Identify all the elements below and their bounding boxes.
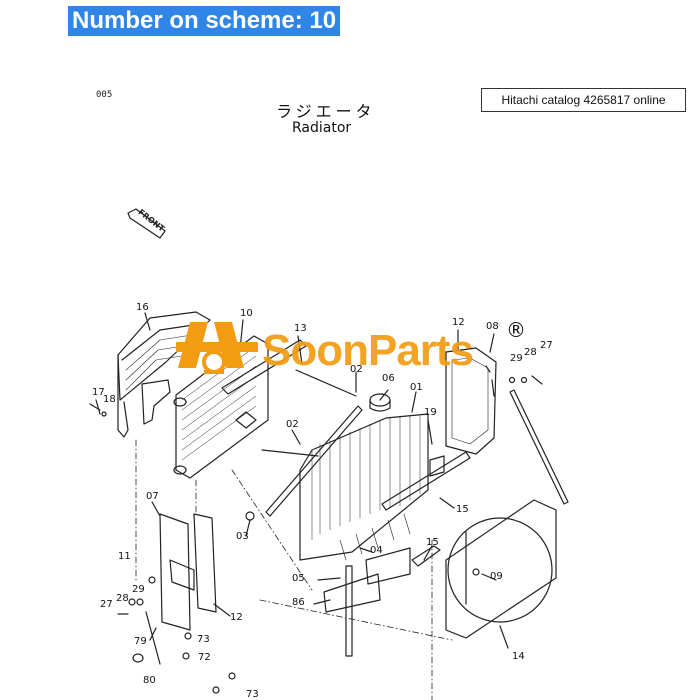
callout-29-left: 29 xyxy=(132,584,145,595)
callout-03: 03 xyxy=(236,531,249,542)
callout-11: 11 xyxy=(118,551,131,562)
callout-72: 72 xyxy=(198,652,211,663)
callout-16: 16 xyxy=(136,302,149,313)
oil-cooler xyxy=(175,335,269,479)
diagram-title-japanese: ラジエータ xyxy=(276,102,376,121)
callout-15-lower: 15 xyxy=(426,537,439,548)
side-screen-lower xyxy=(193,513,217,613)
callout-27-right: 27 xyxy=(540,340,553,351)
diagram-title: Radiator xyxy=(292,120,352,136)
fan-shroud xyxy=(445,499,557,639)
seal-block-86 xyxy=(323,573,381,613)
callout-73: 73 xyxy=(197,634,210,645)
callout-27-left: 27 xyxy=(100,599,113,610)
callout-02-upper: 02 xyxy=(350,364,363,375)
stay-rod xyxy=(265,405,363,517)
callout-14: 14 xyxy=(512,651,525,662)
soonparts-logo-icon xyxy=(176,322,258,374)
support-rod xyxy=(509,389,569,505)
callout-19: 19 xyxy=(424,407,437,418)
catalog-link-box[interactable]: Hitachi catalog 4265817 online xyxy=(481,88,686,112)
callout-10: 10 xyxy=(240,308,253,319)
page-code: 005 xyxy=(96,90,113,100)
callout-12-lower: 12 xyxy=(230,612,243,623)
callout-07: 07 xyxy=(146,491,159,502)
screen-panel xyxy=(117,311,211,401)
callout-86: 86 xyxy=(292,597,305,608)
callout-73-bottom: 73 xyxy=(246,689,259,700)
registered-mark: ® xyxy=(506,318,526,342)
seal-strip-15 xyxy=(381,451,471,511)
callout-05: 05 xyxy=(292,573,305,584)
bracket-handle xyxy=(141,379,171,425)
callout-01: 01 xyxy=(410,382,423,393)
callout-79: 79 xyxy=(134,636,147,647)
callout-15-upper: 15 xyxy=(456,504,469,515)
seal-strip-13 xyxy=(221,339,307,395)
callout-13: 13 xyxy=(294,323,307,334)
callout-09: 09 xyxy=(490,571,503,582)
callout-28-right: 28 xyxy=(524,347,537,358)
callout-28-left: 28 xyxy=(116,593,129,604)
callout-18: 18 xyxy=(103,394,116,405)
callout-06: 06 xyxy=(382,373,395,384)
callout-04: 04 xyxy=(370,545,383,556)
callout-02-lower: 02 xyxy=(286,419,299,430)
callout-08: 08 xyxy=(486,321,499,332)
side-screen-12 xyxy=(445,347,497,455)
callout-80: 80 xyxy=(143,675,156,686)
callout-12-right: 12 xyxy=(452,317,465,328)
watermark-brand: SoonParts xyxy=(262,326,474,375)
callout-17: 17 xyxy=(92,387,105,398)
bracket-07 xyxy=(159,513,191,631)
fan-ring xyxy=(447,517,553,623)
label-plate xyxy=(429,455,445,477)
scheme-number-badge: Number on scheme: 10 xyxy=(68,6,341,36)
callout-29-right: 29 xyxy=(510,353,523,364)
front-arrow-icon xyxy=(127,208,166,239)
